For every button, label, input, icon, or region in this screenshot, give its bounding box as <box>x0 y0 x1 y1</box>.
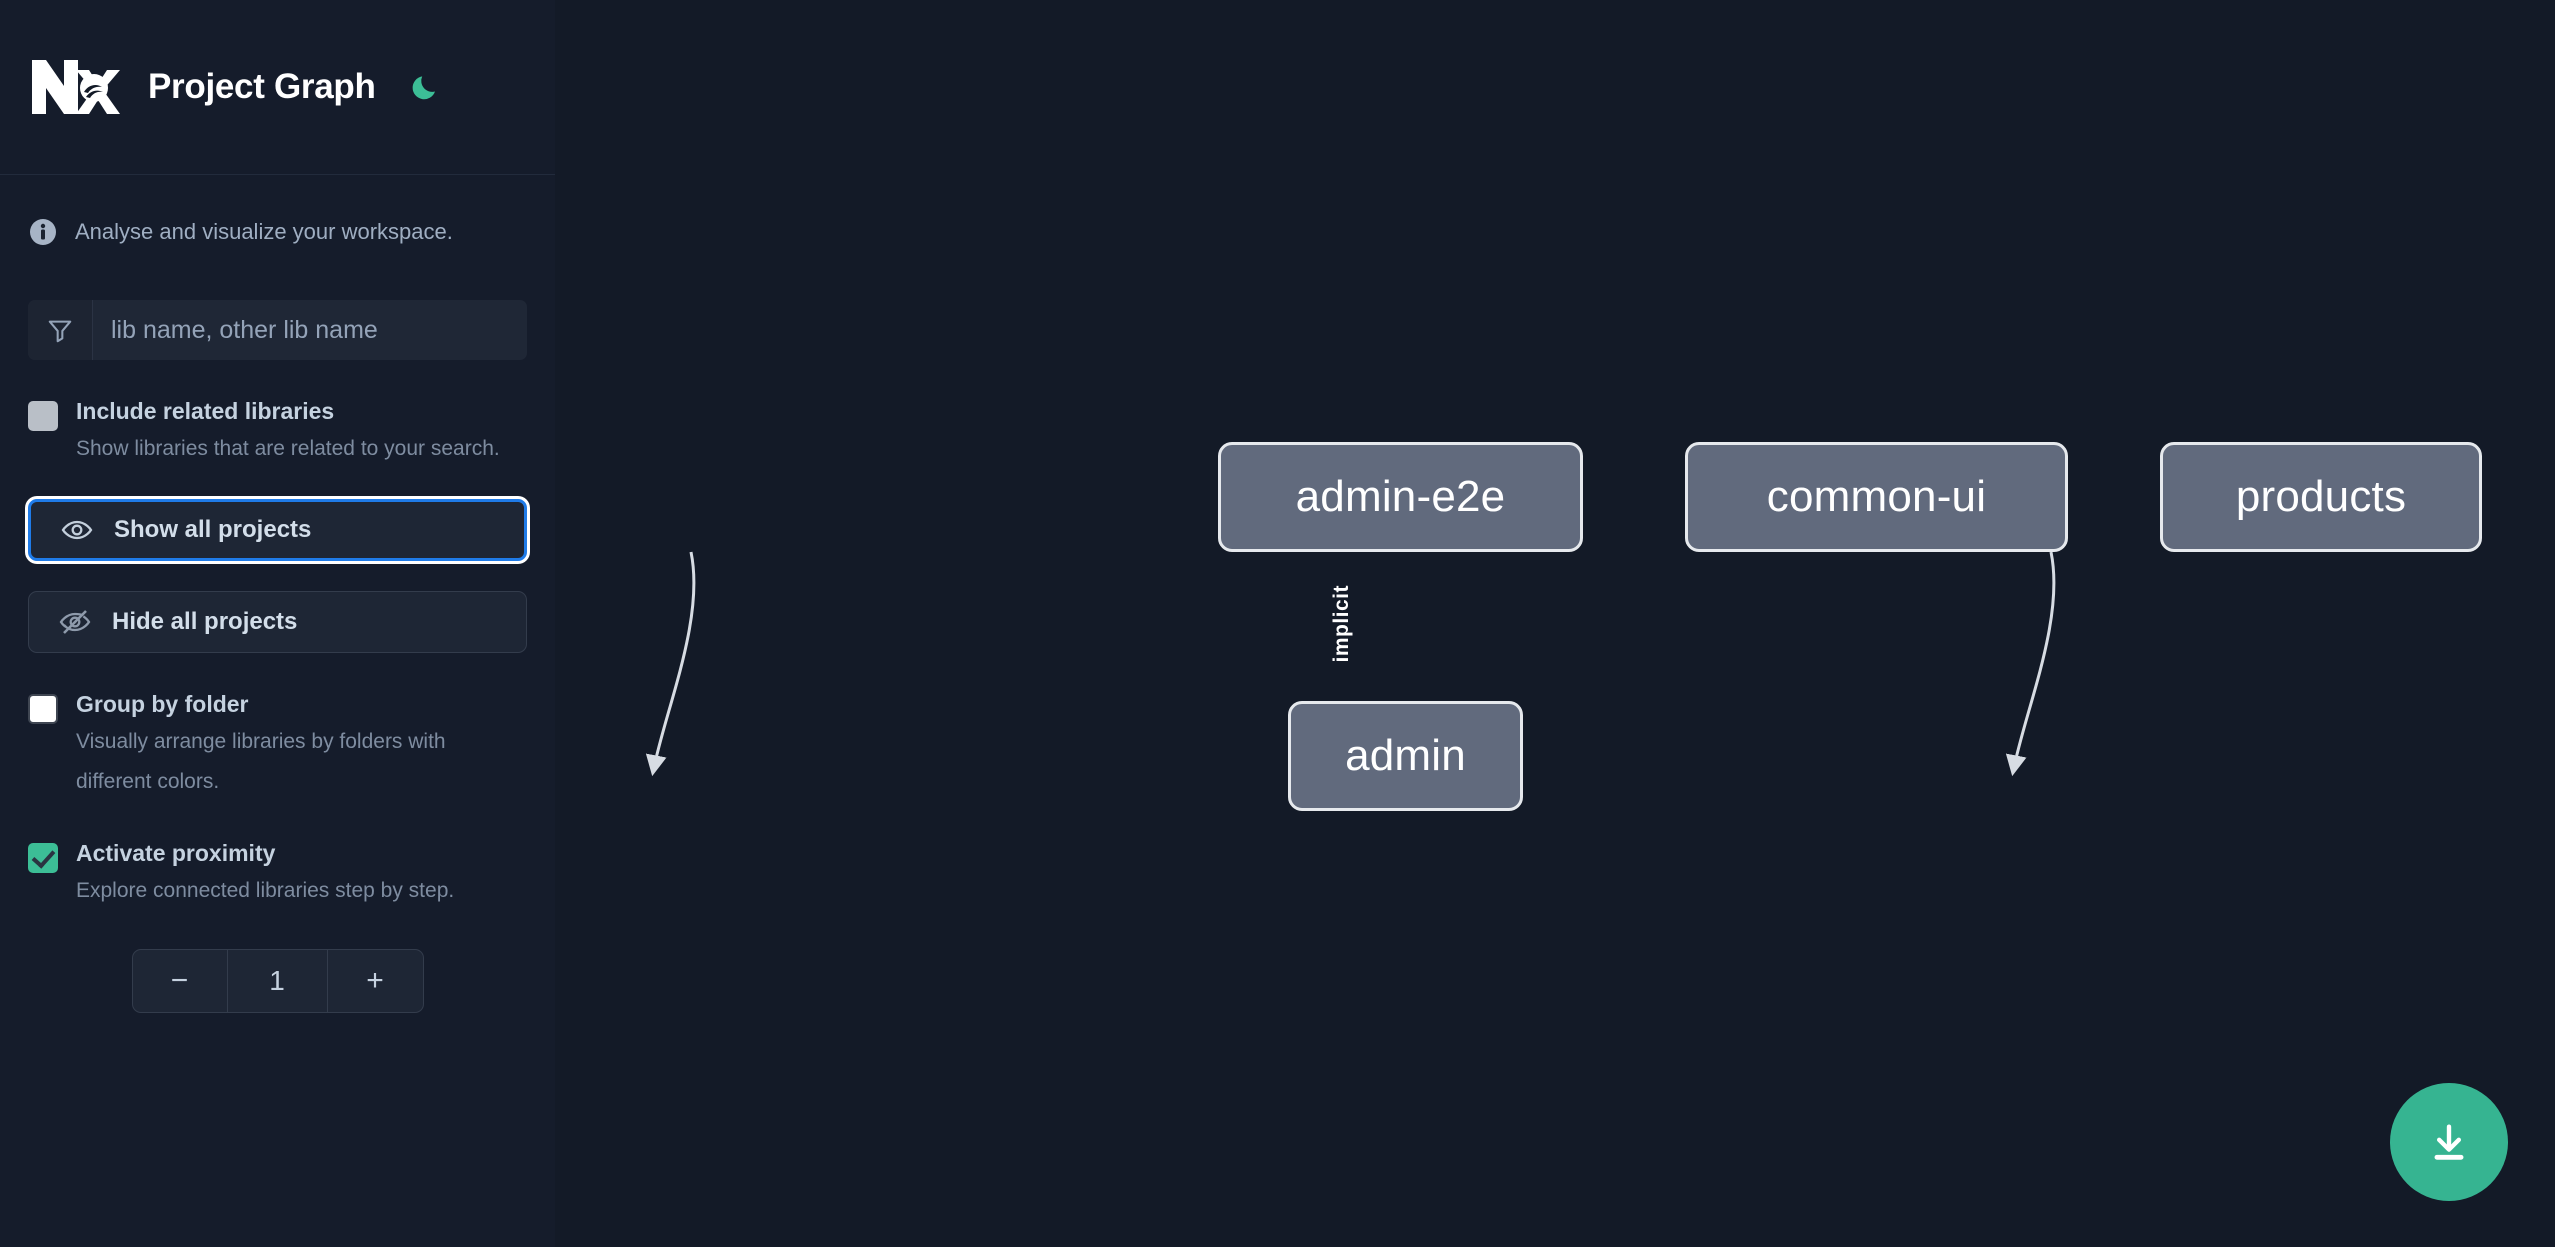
hide-all-projects-button[interactable]: Hide all projects <box>28 591 527 653</box>
moon-icon[interactable] <box>406 67 446 107</box>
stepper-decrement-button[interactable]: − <box>133 950 228 1012</box>
eye-icon <box>61 514 95 546</box>
graph-canvas[interactable]: implicit implicit admin-e2e common-ui pr… <box>555 0 2555 1247</box>
include-related-libraries-checkbox[interactable] <box>28 401 58 431</box>
option-group-by-folder[interactable]: Group by folder Visually arrange librari… <box>28 689 527 802</box>
option-description: Show libraries that are related to your … <box>76 437 500 460</box>
option-description: Visually arrange libraries by folders wi… <box>76 730 446 793</box>
filter-funnel-icon <box>28 300 93 360</box>
graph-node-products[interactable]: products <box>2160 442 2482 552</box>
activate-proximity-checkbox[interactable] <box>28 843 58 873</box>
graph-edges <box>645 551 2056 777</box>
nx-logo-icon <box>28 56 120 118</box>
option-label: Activate proximity <box>76 840 276 866</box>
stepper-value: 1 <box>228 950 328 1012</box>
sidebar: Project Graph Analyse and visualize your… <box>0 0 555 1247</box>
info-icon <box>28 217 58 247</box>
sidebar-header: Project Graph <box>0 0 555 175</box>
graph-node-admin[interactable]: admin <box>1288 701 1523 811</box>
option-label: Group by folder <box>76 691 249 717</box>
graph-node-admin-e2e[interactable]: admin-e2e <box>1218 442 1583 552</box>
page-title: Project Graph <box>148 67 376 106</box>
option-activate-proximity[interactable]: Activate proximity Explore connected lib… <box>28 838 527 911</box>
option-description: Explore connected libraries step by step… <box>76 879 455 902</box>
search-box <box>28 300 527 360</box>
edge-label-implicit: implicit <box>1330 585 1353 663</box>
show-all-projects-button[interactable]: Show all projects <box>28 499 527 561</box>
graph-node-common-ui[interactable]: common-ui <box>1685 442 2068 552</box>
option-include-related-libraries[interactable]: Include related libraries Show libraries… <box>28 396 527 469</box>
group-by-folder-checkbox[interactable] <box>28 694 58 724</box>
option-label: Include related libraries <box>76 398 335 424</box>
hide-all-projects-label: Hide all projects <box>112 608 298 635</box>
stepper-increment-button[interactable]: + <box>366 964 384 997</box>
info-text: Analyse and visualize your workspace. <box>75 219 453 244</box>
download-icon <box>2434 1124 2464 1160</box>
sidebar-body: Analyse and visualize your workspace. In… <box>0 175 555 1013</box>
proximity-stepper: − 1 + <box>28 949 527 1013</box>
info-banner: Analyse and visualize your workspace. <box>28 175 527 247</box>
download-graph-button[interactable] <box>2390 1083 2508 1201</box>
search-input[interactable] <box>93 300 527 360</box>
eye-off-icon <box>59 606 93 638</box>
show-all-projects-label: Show all projects <box>114 516 312 543</box>
